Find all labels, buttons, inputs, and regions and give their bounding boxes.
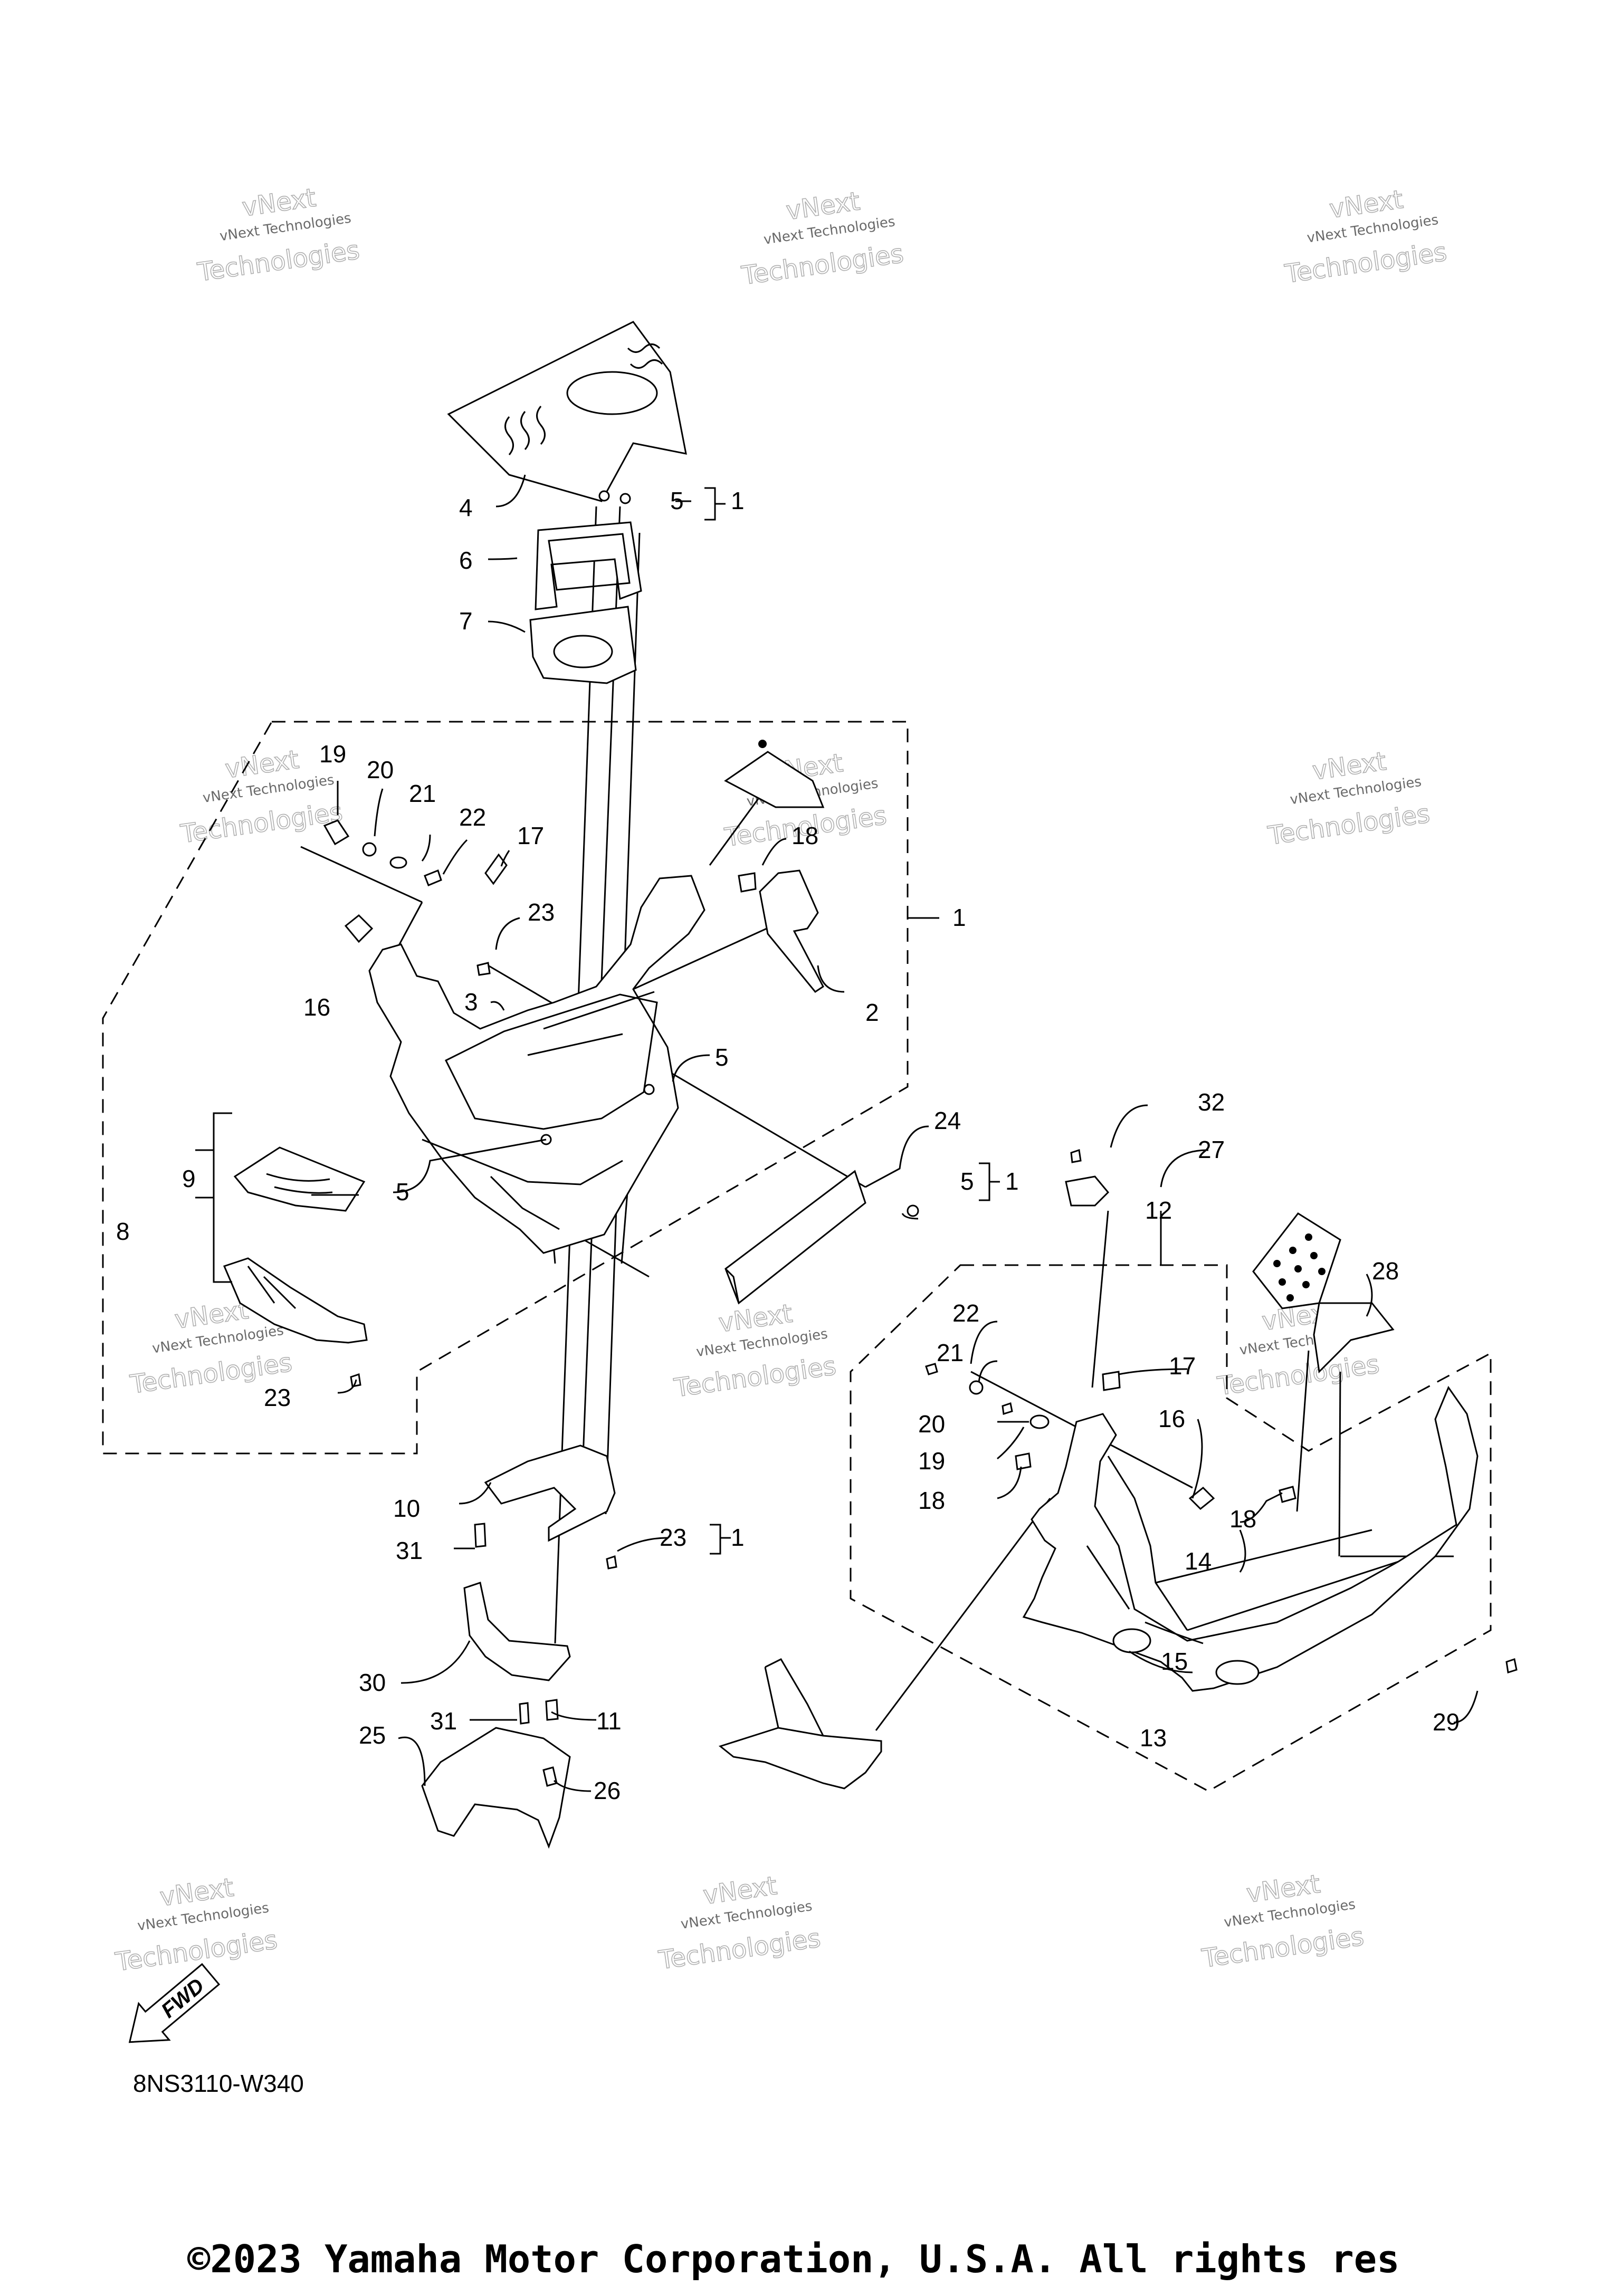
part-24-trim-strip bbox=[724, 1170, 866, 1305]
callout-22: 22 bbox=[952, 1299, 979, 1327]
callout-3: 3 bbox=[464, 988, 478, 1016]
watermark: vNext vNext Technologies Technologies bbox=[1265, 746, 1432, 852]
callout-5: 5 bbox=[670, 487, 684, 514]
watermarks: vNext vNext Technologies Technologies vN… bbox=[113, 183, 1449, 1978]
callout-8: 8 bbox=[116, 1218, 130, 1245]
fwd-arrow: FWD bbox=[128, 1963, 221, 2043]
watermark: vNext vNext Technologies Technologies bbox=[739, 186, 906, 291]
callout-22: 22 bbox=[459, 803, 486, 831]
callout-27: 27 bbox=[1198, 1136, 1225, 1163]
callout-18: 18 bbox=[792, 822, 818, 849]
callout-25: 25 bbox=[359, 1721, 386, 1749]
callout-20: 20 bbox=[918, 1410, 945, 1438]
callout-23: 23 bbox=[528, 898, 555, 926]
watermark: vNext vNext Technologies Technologies bbox=[178, 744, 345, 850]
callout-23: 23 bbox=[660, 1524, 686, 1551]
callout-32: 32 bbox=[1198, 1088, 1225, 1116]
callout-7: 7 bbox=[459, 607, 473, 635]
part-8-side-duct bbox=[223, 1257, 368, 1344]
callout-6: 6 bbox=[459, 547, 473, 574]
part-25-lower-cover bbox=[421, 1727, 571, 1849]
part-28-footrest-plate bbox=[1252, 1212, 1395, 1374]
callout-28: 28 bbox=[1372, 1257, 1399, 1285]
callout-19: 19 bbox=[319, 740, 346, 768]
watermark: vNext vNext Technologies Technologies bbox=[195, 183, 362, 288]
callout-15: 15 bbox=[1161, 1648, 1188, 1675]
watermark: vNext vNext Technologies Technologies bbox=[672, 1298, 838, 1404]
callout-14: 14 bbox=[1185, 1547, 1212, 1575]
callout-11: 11 bbox=[596, 1707, 622, 1735]
callout-17: 17 bbox=[1169, 1352, 1196, 1380]
copyright-notice: ©2023 Yamaha Motor Corporation, U.S.A. A… bbox=[187, 2237, 1400, 2281]
callout-18: 18 bbox=[918, 1487, 945, 1514]
callout-1: 1 bbox=[731, 487, 745, 514]
callout-31: 31 bbox=[396, 1537, 423, 1564]
part-9-duct-cover bbox=[233, 1146, 366, 1212]
callout-21: 21 bbox=[409, 780, 436, 807]
callout-21: 21 bbox=[937, 1339, 964, 1366]
watermark: vNext vNext Technologies Technologies bbox=[113, 1872, 280, 1978]
callout-9: 9 bbox=[182, 1165, 196, 1192]
watermark: vNext vNext Technologies Technologies bbox=[656, 1870, 823, 1976]
part-4-heat-shield bbox=[447, 321, 687, 502]
watermark: vNext vNext Technologies Technologies bbox=[1282, 184, 1449, 290]
callout-1: 1 bbox=[1005, 1168, 1019, 1195]
callout-5: 5 bbox=[715, 1044, 729, 1071]
callout-13: 13 bbox=[1140, 1724, 1167, 1752]
callout-1: 1 bbox=[952, 904, 966, 931]
part-7-gasket-plate bbox=[529, 606, 637, 684]
callout-12: 12 bbox=[1145, 1197, 1172, 1224]
callout-2: 2 bbox=[865, 999, 879, 1026]
callout-23: 23 bbox=[264, 1384, 291, 1411]
callout-leaders bbox=[195, 474, 1479, 1792]
part-1-front-cowling bbox=[368, 875, 705, 1254]
callout-5: 5 bbox=[396, 1178, 409, 1206]
callout-20: 20 bbox=[367, 756, 394, 783]
callout-1: 1 bbox=[731, 1524, 745, 1551]
assembly-boundary-right bbox=[850, 1264, 1492, 1792]
callout-24: 24 bbox=[934, 1107, 961, 1134]
callout-4: 4 bbox=[459, 494, 473, 521]
small-parts bbox=[323, 490, 1518, 1787]
callout-17: 17 bbox=[517, 822, 544, 849]
part-30-stay bbox=[463, 1582, 571, 1681]
callout-5: 5 bbox=[960, 1168, 974, 1195]
callout-16: 16 bbox=[303, 993, 330, 1021]
callout-10: 10 bbox=[393, 1495, 420, 1522]
part-10-bracket bbox=[484, 1444, 616, 1542]
callout-30: 30 bbox=[359, 1669, 386, 1696]
part-12-side-cover bbox=[1022, 1385, 1479, 1692]
callout-26: 26 bbox=[594, 1777, 621, 1804]
callout-19: 19 bbox=[918, 1447, 945, 1475]
callout-18: 18 bbox=[1229, 1505, 1256, 1533]
callout-31: 31 bbox=[430, 1707, 457, 1735]
part-2-inner-panel bbox=[759, 869, 824, 993]
callout-29: 29 bbox=[1433, 1708, 1460, 1736]
callout-16: 16 bbox=[1158, 1405, 1185, 1432]
assembly-boundary-left bbox=[102, 721, 909, 1455]
part-lower-bracket-right bbox=[718, 1658, 882, 1790]
part-6-gasket-frame bbox=[535, 521, 642, 610]
watermark: vNext vNext Technologies Technologies bbox=[1199, 1869, 1366, 1974]
diagram-code: 8NS3110-W340 bbox=[133, 2070, 304, 2097]
callout-labels: 4 5 1 6 7 19 20 21 22 17 18 23 1 16 3 2 … bbox=[116, 487, 1460, 1804]
